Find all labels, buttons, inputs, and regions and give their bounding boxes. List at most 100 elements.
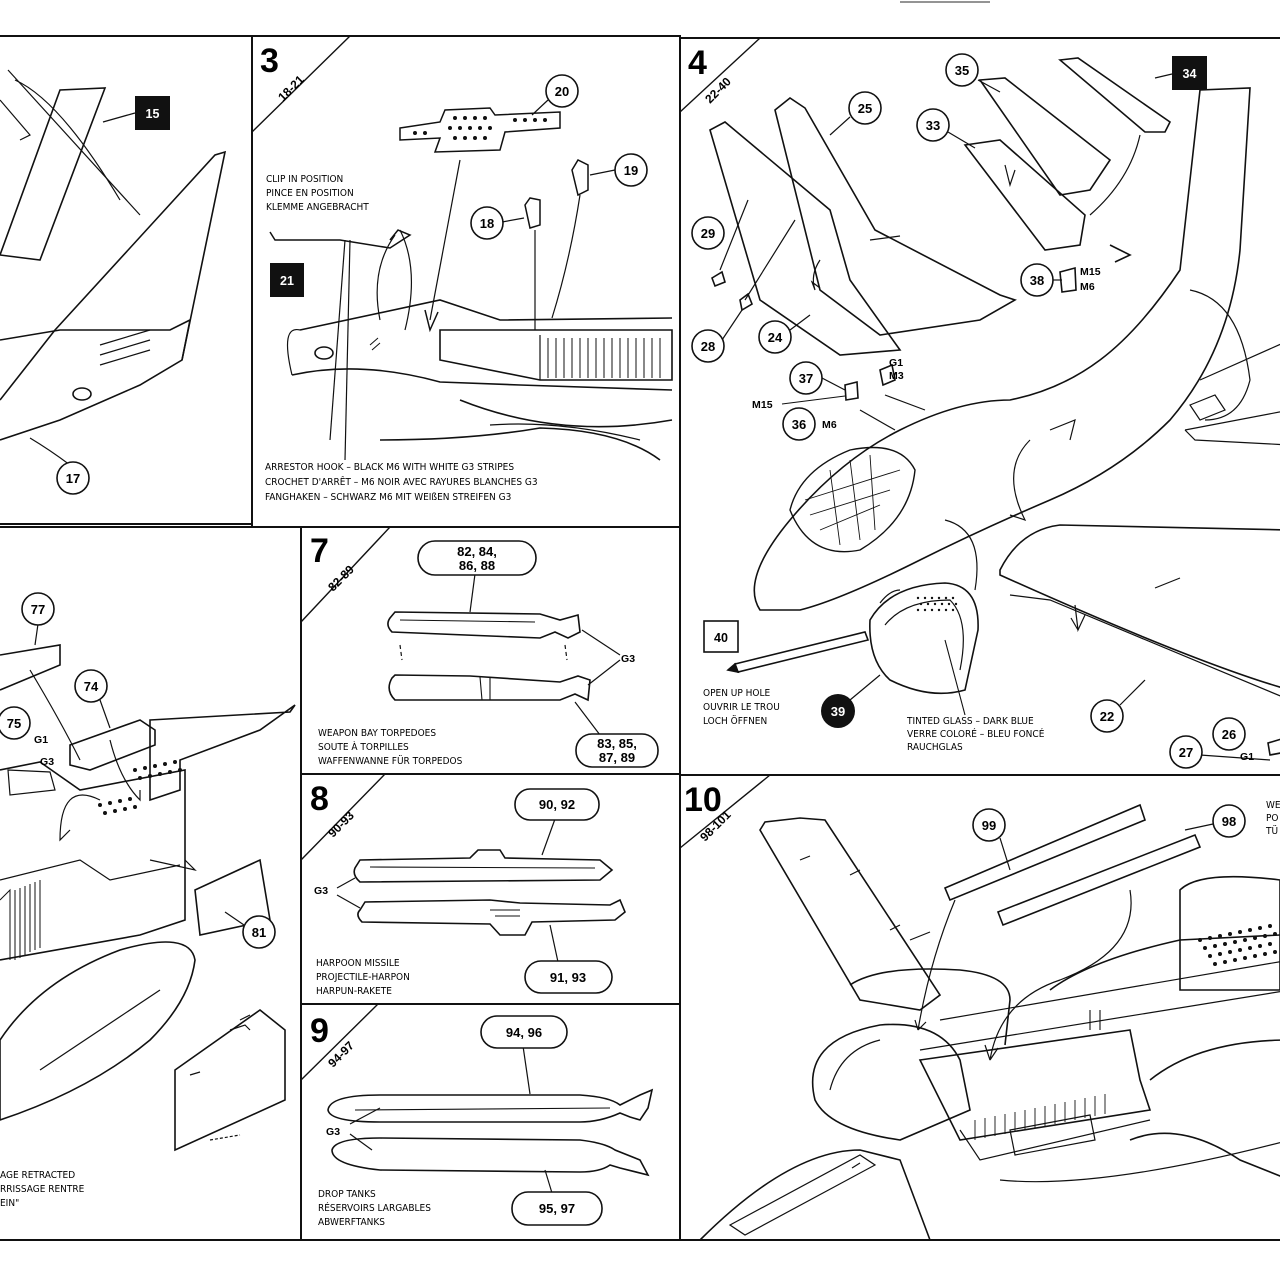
panel-step10-frame: [679, 774, 1280, 1241]
torp-caption-fr: SOUTE À TORPILLES: [318, 740, 409, 753]
tanks-caption-fr: RÉSERVOIRS LARGABLES: [318, 1201, 431, 1214]
step-4-number: 4: [688, 44, 707, 82]
step4-aircraft-drawing: [709, 57, 1280, 761]
clip-caption-de: KLEMME ANGEBRACHT: [266, 202, 369, 213]
part-19-circle: 19: [589, 153, 648, 187]
torpedo-drawing: [387, 611, 591, 702]
paint-m6-38: M6: [1080, 281, 1095, 293]
part-94-oval: 94, 96: [480, 1015, 568, 1095]
part-29-circle: 29: [691, 216, 725, 250]
step-7-number: 7: [310, 532, 329, 570]
step7-corner-line: [300, 526, 391, 623]
svg-text:95, 97: 95, 97: [539, 1201, 575, 1216]
step-3-number: 3: [260, 42, 279, 80]
paint-g3-step8: G3: [314, 885, 328, 897]
svg-text:83, 85,: 83, 85,: [597, 736, 637, 751]
torp-caption-en: WEAPON BAY TORPEDOES: [318, 728, 436, 739]
panel-step8-frame: [300, 773, 681, 1005]
part-91-oval: 91, 93: [524, 924, 613, 994]
part-95-oval: 95, 97: [511, 1169, 603, 1226]
svg-text:37: 37: [799, 371, 813, 386]
part-15-label: 15: [146, 107, 160, 121]
paint-m15-38: M15: [1080, 266, 1101, 278]
step-10-number: 10: [684, 781, 722, 819]
part-35-circle: 35: [945, 53, 1001, 93]
paint-m15-37: M15: [752, 399, 773, 411]
hook-caption-fr: CROCHET D'ARRÊT – M6 NOIR AVEC RAYURES B…: [265, 475, 538, 488]
svg-text:74: 74: [84, 679, 99, 694]
part-20-drawing: [399, 107, 561, 333]
hook-caption-de: FANGHAKEN – SCHWARZ M6 MIT WEIßEN STREIF…: [265, 492, 511, 503]
svg-text:81: 81: [252, 925, 266, 940]
part-26-circle: 26: [1212, 717, 1246, 751]
part-24-circle: 24: [758, 314, 811, 354]
step3-fuselage-drawing: [286, 299, 673, 461]
part-77-circle: 77: [21, 592, 55, 646]
part-22-circle: 22: [1090, 679, 1146, 733]
edge-caption-2: PO: [1266, 813, 1279, 824]
part-19-label: 19: [624, 163, 638, 178]
weapon-bay-drawing: [0, 644, 296, 1152]
part-18-label: 18: [480, 216, 494, 231]
drop-tank-drawing: [327, 1088, 654, 1177]
svg-text:28: 28: [701, 339, 715, 354]
step-8-number: 8: [310, 780, 329, 818]
svg-text:34: 34: [1183, 67, 1197, 81]
svg-text:26: 26: [1222, 727, 1236, 742]
step-3-range: 18-21: [275, 72, 307, 104]
svg-text:39: 39: [831, 704, 845, 719]
part-37-circle: 37: [789, 361, 846, 395]
part-40-box: 40: [703, 620, 739, 653]
svg-text:86, 88: 86, 88: [459, 558, 495, 573]
gear-caption-fr: RRISSAGE RENTRE: [0, 1184, 85, 1195]
part-83-oval: 83, 85, 87, 89: [574, 701, 659, 768]
part-21-label: 21: [280, 274, 294, 288]
svg-text:36: 36: [792, 417, 806, 432]
paint-m6-36: M6: [822, 419, 837, 431]
paint-g3-step9: G3: [326, 1126, 340, 1138]
svg-text:40: 40: [714, 631, 728, 645]
torp-caption-de: WAFFENWANNE FÜR TORPEDOS: [318, 754, 463, 767]
gear-caption-de: EIN": [0, 1198, 19, 1209]
svg-text:87, 89: 87, 89: [599, 750, 635, 765]
part-17-circle: 17: [56, 461, 90, 495]
tanks-caption-de: ABWERFTANKS: [318, 1217, 385, 1228]
part-17-label: 17: [66, 471, 80, 486]
svg-text:99: 99: [982, 818, 996, 833]
svg-text:91, 93: 91, 93: [550, 970, 586, 985]
part-15-box: 15: [102, 96, 170, 130]
part-25-circle: 25: [829, 91, 882, 136]
edge-caption-3: TÜ: [1265, 824, 1278, 837]
hole-caption-en: OPEN UP HOLE: [703, 688, 770, 699]
step3-corner-line: [251, 35, 351, 133]
glass-caption-en: TINTED GLASS – DARK BLUE: [906, 716, 1034, 727]
harpoon-drawing: [353, 849, 626, 936]
step4-corner-line: [679, 37, 761, 113]
paint-g1-27: G1: [1240, 751, 1254, 763]
harpoon-caption-fr: PROJECTILE-HARPON: [316, 972, 410, 983]
part-82-oval: 82, 84, 86, 88: [417, 540, 537, 613]
step-9-number: 9: [310, 1012, 329, 1050]
paint-g1-step4: G1: [889, 357, 903, 369]
part-20-circle: 20: [531, 74, 579, 116]
svg-text:77: 77: [31, 602, 45, 617]
paint-g1-75: G1: [34, 734, 48, 746]
part-18-drawing: [524, 159, 589, 330]
part-75-circle: 75: [0, 706, 31, 740]
clip-caption-fr: PINCE EN POSITION: [266, 188, 354, 199]
part-20-label: 20: [555, 84, 569, 99]
harpoon-caption-de: HARPUN-RAKETE: [316, 986, 392, 997]
part-38-circle: 38: [1020, 263, 1062, 297]
panel-step6-frame: [0, 526, 302, 1241]
svg-text:27: 27: [1179, 745, 1193, 760]
step10-dots: [1198, 924, 1277, 966]
svg-text:98: 98: [1222, 814, 1236, 829]
paint-g3-step7: G3: [621, 653, 635, 665]
panel-step2-frame: [0, 35, 253, 525]
arrestor-hook-drawing: [269, 229, 413, 461]
svg-text:38: 38: [1030, 273, 1044, 288]
svg-text:75: 75: [7, 716, 21, 731]
svg-text:24: 24: [768, 330, 783, 345]
part-28-circle: 28: [691, 309, 743, 363]
